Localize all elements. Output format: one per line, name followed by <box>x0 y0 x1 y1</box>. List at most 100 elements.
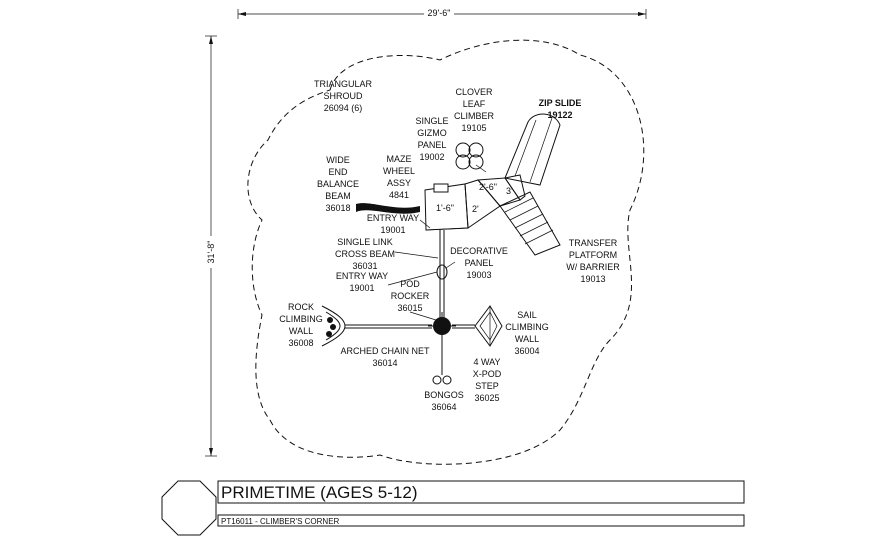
svg-text:19001: 19001 <box>380 225 405 235</box>
svg-text:PLATFORM: PLATFORM <box>569 250 617 260</box>
label-pod-rocker: POD ROCKER 36015 <box>391 279 430 313</box>
deck-c-height: 2'-6" <box>479 182 497 192</box>
drawing-title: PRIMETIME (AGES 5-12) <box>221 483 417 502</box>
svg-text:BALANCE: BALANCE <box>317 179 359 189</box>
octagon-logo <box>161 480 217 536</box>
deck-b-height: 2' <box>472 204 479 214</box>
svg-text:36015: 36015 <box>397 303 422 313</box>
transfer-platform <box>499 191 561 256</box>
cross-beam <box>436 230 448 318</box>
label-clover-leaf-climber: CLOVER LEAF CLIMBER 19105 <box>454 87 495 133</box>
svg-text:WALL: WALL <box>289 326 313 336</box>
label-x-pod-step: 4 WAY X-POD STEP 36025 <box>473 357 502 403</box>
svg-text:ENTRY WAY: ENTRY WAY <box>367 213 419 223</box>
svg-text:DECORATIVE: DECORATIVE <box>450 246 508 256</box>
svg-text:BEAM: BEAM <box>325 191 351 201</box>
svg-text:WALL: WALL <box>515 334 539 344</box>
svg-text:26094 (6): 26094 (6) <box>324 103 363 113</box>
svg-text:ZIP SLIDE: ZIP SLIDE <box>539 98 582 108</box>
svg-text:LEAF: LEAF <box>463 99 486 109</box>
svg-text:CLIMBER: CLIMBER <box>454 111 495 121</box>
svg-text:POD: POD <box>400 279 420 289</box>
svg-text:TRIANGULAR: TRIANGULAR <box>314 79 373 89</box>
label-entry-way-2: ENTRY WAY 19001 <box>336 271 388 293</box>
svg-text:MAZE: MAZE <box>386 154 411 164</box>
svg-text:GIZMO: GIZMO <box>417 128 447 138</box>
label-bongos: BONGOS 36064 <box>424 390 464 412</box>
svg-text:19003: 19003 <box>466 270 491 280</box>
bongos <box>432 340 452 385</box>
svg-text:36025: 36025 <box>474 393 499 403</box>
svg-text:36004: 36004 <box>514 346 539 356</box>
svg-text:4 WAY: 4 WAY <box>473 357 500 367</box>
svg-text:19013: 19013 <box>580 274 605 284</box>
label-transfer-platform: TRANSFER PLATFORM W/ BARRIER 19013 <box>566 238 620 284</box>
svg-text:SINGLE: SINGLE <box>415 116 448 126</box>
svg-text:X-POD: X-POD <box>473 369 502 379</box>
svg-text:STEP: STEP <box>475 381 499 391</box>
svg-text:ASSY: ASSY <box>387 178 411 188</box>
width-dimension-label: 29'-6" <box>428 8 451 18</box>
svg-text:19105: 19105 <box>461 123 486 133</box>
label-decorative-panel: DECORATIVE PANEL 19003 <box>450 246 508 280</box>
label-sail-climbing-wall: SAIL CLIMBING WALL 36004 <box>505 310 549 356</box>
label-arched-chain-net: ARCHED CHAIN NET 36014 <box>340 346 430 368</box>
svg-text:CLOVER: CLOVER <box>455 87 493 97</box>
deck-d-height: 3' <box>506 186 513 196</box>
label-triangular-shroud: TRIANGULAR SHROUD 26094 (6) <box>314 79 373 113</box>
svg-text:CLIMBING: CLIMBING <box>279 314 323 324</box>
balance-beam <box>356 203 420 214</box>
rock-climbing-wall <box>321 305 346 347</box>
svg-text:BONGOS: BONGOS <box>424 390 464 400</box>
svg-text:ROCK: ROCK <box>288 302 314 312</box>
svg-text:SINGLE LINK: SINGLE LINK <box>337 237 393 247</box>
title-block: PRIMETIME (AGES 5-12) PT16011 - CLIMBER'… <box>161 480 745 536</box>
deck-a-height: 1'-6" <box>436 203 454 213</box>
svg-text:END: END <box>328 167 348 177</box>
svg-text:PANEL: PANEL <box>465 258 494 268</box>
svg-text:PANEL: PANEL <box>418 140 447 150</box>
svg-text:4841: 4841 <box>389 190 409 200</box>
svg-text:19002: 19002 <box>419 152 444 162</box>
svg-text:19122: 19122 <box>547 110 572 120</box>
svg-text:WHEEL: WHEEL <box>383 166 415 176</box>
label-single-gizmo-panel: SINGLE GIZMO PANEL 19002 <box>415 116 448 162</box>
svg-text:W/ BARRIER: W/ BARRIER <box>566 262 620 272</box>
use-zone-boundary <box>247 39 645 465</box>
svg-text:36064: 36064 <box>431 402 456 412</box>
label-entry-way-1: ENTRY WAY 19001 <box>367 213 419 235</box>
label-balance-beam: WIDE END BALANCE BEAM 36018 <box>317 155 359 213</box>
label-rock-climbing-wall: ROCK CLIMBING WALL 36008 <box>279 302 323 348</box>
svg-text:36031: 36031 <box>352 261 377 271</box>
label-zip-slide: ZIP SLIDE 19122 <box>539 98 582 120</box>
svg-text:ENTRY WAY: ENTRY WAY <box>336 271 388 281</box>
sail-climbing-wall <box>474 305 503 347</box>
leader-lines <box>387 219 456 321</box>
svg-text:36018: 36018 <box>325 203 350 213</box>
label-maze-wheel: MAZE WHEEL ASSY 4841 <box>383 154 415 200</box>
subtitle-box <box>217 514 745 527</box>
svg-text:36014: 36014 <box>372 358 397 368</box>
svg-text:WIDE: WIDE <box>326 155 350 165</box>
svg-text:SHROUD: SHROUD <box>323 91 363 101</box>
arched-chain-net <box>345 324 475 329</box>
height-dimension-label: 31'-8" <box>206 241 216 264</box>
svg-text:ARCHED CHAIN NET: ARCHED CHAIN NET <box>340 346 430 356</box>
svg-text:TRANSFER: TRANSFER <box>569 238 618 248</box>
drawing-subtitle: PT16011 - CLIMBER'S CORNER <box>221 517 340 526</box>
clover-leaf-climber <box>455 142 487 173</box>
height-dimension: 31'-8" <box>204 35 218 457</box>
svg-text:19001: 19001 <box>349 283 374 293</box>
deck-structure: 1'-6" 2' 2'-6" 3' <box>424 174 526 231</box>
svg-text:CROSS BEAM: CROSS BEAM <box>335 249 395 259</box>
label-cross-beam: SINGLE LINK CROSS BEAM 36031 <box>335 237 395 271</box>
svg-text:ROCKER: ROCKER <box>391 291 430 301</box>
svg-text:SAIL: SAIL <box>517 310 537 320</box>
svg-text:36008: 36008 <box>288 338 313 348</box>
svg-text:CLIMBING: CLIMBING <box>505 322 549 332</box>
zip-slide <box>504 113 561 186</box>
x-pod-hub <box>428 312 456 340</box>
title-box <box>217 480 745 504</box>
width-dimension: 29'-6" <box>237 6 647 19</box>
